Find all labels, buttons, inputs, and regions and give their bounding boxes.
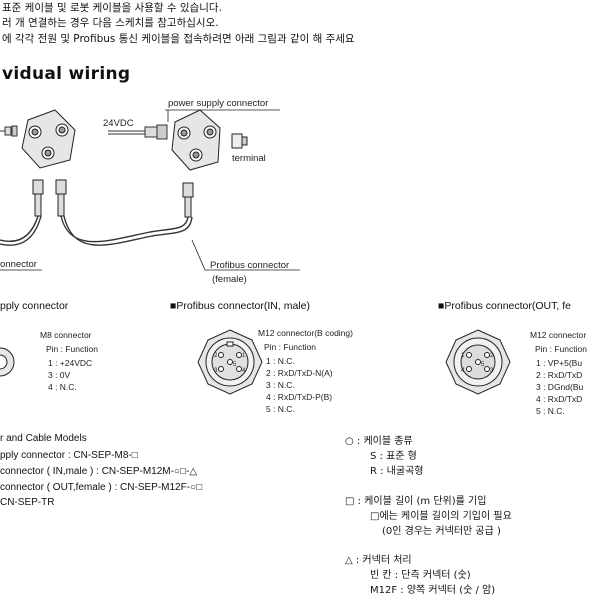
section-1-pin-header: Pin : Function	[46, 344, 98, 354]
power-supply-connector-label: power supply connector	[168, 98, 269, 109]
pin-row: 3 : N.C.	[266, 380, 295, 390]
profibus-leader	[191, 239, 300, 271]
pin-row: 3 : DGnd(Bu	[536, 382, 584, 392]
intro-line-2: 러 개 연결하는 경우 다음 스케치를 참고하십시오.	[2, 17, 219, 29]
svg-text:3: 3	[214, 368, 218, 374]
legend-circle-r: R : 내굴곡형	[370, 466, 424, 477]
section-3-pin-header: Pin : Function	[535, 344, 587, 354]
left-cable-stub	[0, 125, 18, 137]
m12-male-connector-face	[197, 329, 263, 395]
model-line-3: connector ( OUT,female ) : CN-SEP-M12F-○…	[0, 482, 203, 493]
svg-text:4: 4	[242, 368, 246, 374]
svg-text:2: 2	[214, 353, 218, 359]
pin-row: 3 : 0V	[48, 370, 71, 380]
left-module	[21, 109, 76, 169]
pin-row: 1 : VP+5(Bu	[536, 358, 583, 368]
legend-square-note-1: □에는 케이블 길이의 기입이 필요	[370, 511, 512, 522]
section-3-pin-list: 1 : VP+5(Bu 2 : RxD/TxD 3 : DGnd(Bu 4 : …	[536, 357, 583, 417]
pin-row: 2 : RxD/TxD	[536, 370, 583, 380]
intro-line-1: 표준 케이블 및 로봇 케이블을 사용할 수 있습니다.	[2, 2, 222, 14]
pin-row: 4 : RxD/TxD-P(B)	[266, 392, 333, 402]
right-module	[171, 109, 221, 171]
model-line-2: connector ( IN,male ) : CN-SEP-M12M-○□-△	[0, 466, 198, 477]
section-2-pin-list: 1 : N.C. 2 : RxD/TxD-N(A) 3 : N.C. 4 : R…	[266, 355, 333, 415]
model-line-4: CN-SEP-TR	[0, 497, 55, 508]
legend-square-note-2: (0인 경우는 커넥터만 공급 )	[382, 526, 501, 537]
legend-circle-title: ○ : 케이블 종류	[345, 436, 413, 447]
m12-female-pin-numbers: 1 2 4 3 5	[461, 353, 494, 374]
pin-row: 4 : RxD/TxD	[536, 394, 583, 404]
legend-triangle-title: △ : 커넥터 처리	[345, 555, 412, 566]
intro-line-3: 에 각각 전원 및 Profibus 통신 케이블을 접속하려면 아래 그림과 …	[2, 33, 355, 45]
section-2-pin-header: Pin : Function	[264, 342, 316, 352]
pin-row: 1 : +24VDC	[48, 358, 93, 368]
models-title: r and Cable Models	[0, 433, 87, 444]
section-1-title: pply connector	[0, 300, 69, 312]
terminal-plug	[231, 133, 248, 149]
svg-text:5: 5	[233, 362, 237, 368]
model-line-1: pply connector : CN-SEP-M8-□	[0, 450, 138, 461]
pin-row: 4 : N.C.	[48, 382, 77, 392]
section-heading: vidual wiring	[2, 64, 131, 84]
m8-connector-face	[0, 347, 15, 377]
cables	[0, 215, 193, 246]
profibus-connector-label: Profibus connector	[210, 260, 290, 271]
m12-female-connector-face	[445, 329, 511, 395]
svg-text:5: 5	[481, 362, 485, 368]
section-3-title: ■Profibus connector(OUT, fe	[438, 300, 571, 312]
section-1-connector: M8 connector	[40, 330, 92, 340]
terminal-label: terminal	[232, 153, 266, 164]
pin-row: 2 : RxD/TxD-N(A)	[266, 368, 333, 378]
pin-row: 1 : N.C.	[266, 356, 295, 366]
legend-triangle-m12f: M12F : 양쪽 커넥터 (숫 / 암)	[370, 585, 496, 596]
left-drop-connectors	[32, 179, 67, 217]
m12-male-pin-numbers: 2 1 3 4 5	[214, 353, 246, 374]
svg-text:4: 4	[461, 368, 465, 374]
svg-text:1: 1	[242, 353, 246, 359]
section-1-pin-list: 1 : +24VDC 3 : 0V 4 : N.C.	[48, 357, 92, 393]
section-3-connector: M12 connector	[530, 330, 587, 340]
svg-text:2: 2	[490, 353, 494, 359]
pin-row: 5 : N.C.	[536, 406, 565, 416]
svg-text:3: 3	[490, 368, 494, 374]
svg-text:1: 1	[461, 353, 465, 359]
power-wire	[108, 124, 168, 140]
left-connector-label: onnector	[0, 259, 37, 270]
right-drop-connector	[182, 182, 194, 218]
section-2-title: ■Profibus connector(IN, male)	[170, 300, 310, 312]
voltage-label: 24VDC	[103, 118, 134, 129]
legend-square-title: □ : 케이블 길이 (m 단위)를 기입	[345, 496, 487, 507]
section-2-connector: M12 connector(B coding)	[258, 328, 353, 338]
power-supply-leader	[165, 109, 280, 122]
legend-circle-s: S : 표준 형	[370, 451, 417, 462]
pin-row: 5 : N.C.	[266, 404, 295, 414]
profibus-gender-label: (female)	[212, 274, 247, 285]
legend-triangle-blank: 빈 칸 : 단측 커넥터 (숫)	[370, 570, 471, 581]
